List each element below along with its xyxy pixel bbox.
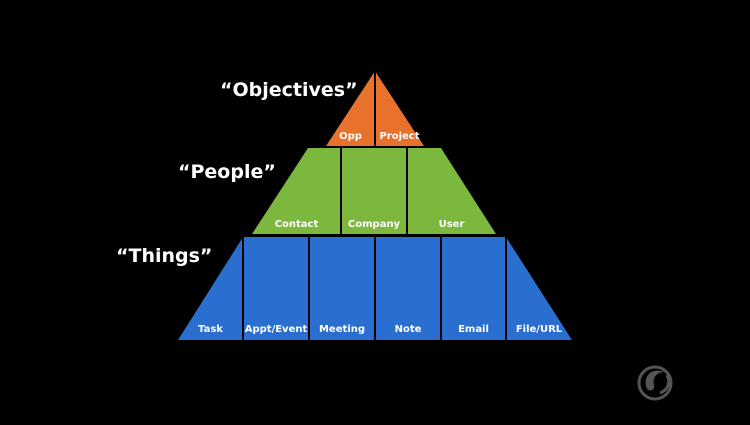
tier-shape-middle (252, 148, 496, 234)
cell-label-contact: Contact (275, 219, 319, 230)
cell-label-company: Company (348, 219, 401, 230)
tier-objectives: Opp Project (326, 71, 424, 146)
circular-swirl-logo-icon (637, 365, 673, 401)
tier-label-objectives: “Objectives” (220, 79, 358, 101)
cell-label-note: Note (395, 324, 422, 335)
cell-label-email: Email (458, 324, 489, 335)
cell-label-opp: Opp (339, 131, 362, 142)
cell-label-user: User (439, 219, 465, 230)
tier-people: Contact Company User (252, 148, 496, 234)
cell-label-project: Project (379, 131, 419, 142)
cell-label-file-url: File/URL (516, 324, 563, 335)
tier-things: Task Appt/Event Meeting Note Email File/URL (178, 237, 572, 340)
cell-label-meeting: Meeting (319, 324, 365, 335)
cell-label-task: Task (198, 324, 223, 335)
cell-label-appt-event: Appt/Event (245, 324, 308, 335)
tier-label-things: “Things” (116, 245, 213, 267)
tier-label-people: “People” (178, 161, 276, 183)
